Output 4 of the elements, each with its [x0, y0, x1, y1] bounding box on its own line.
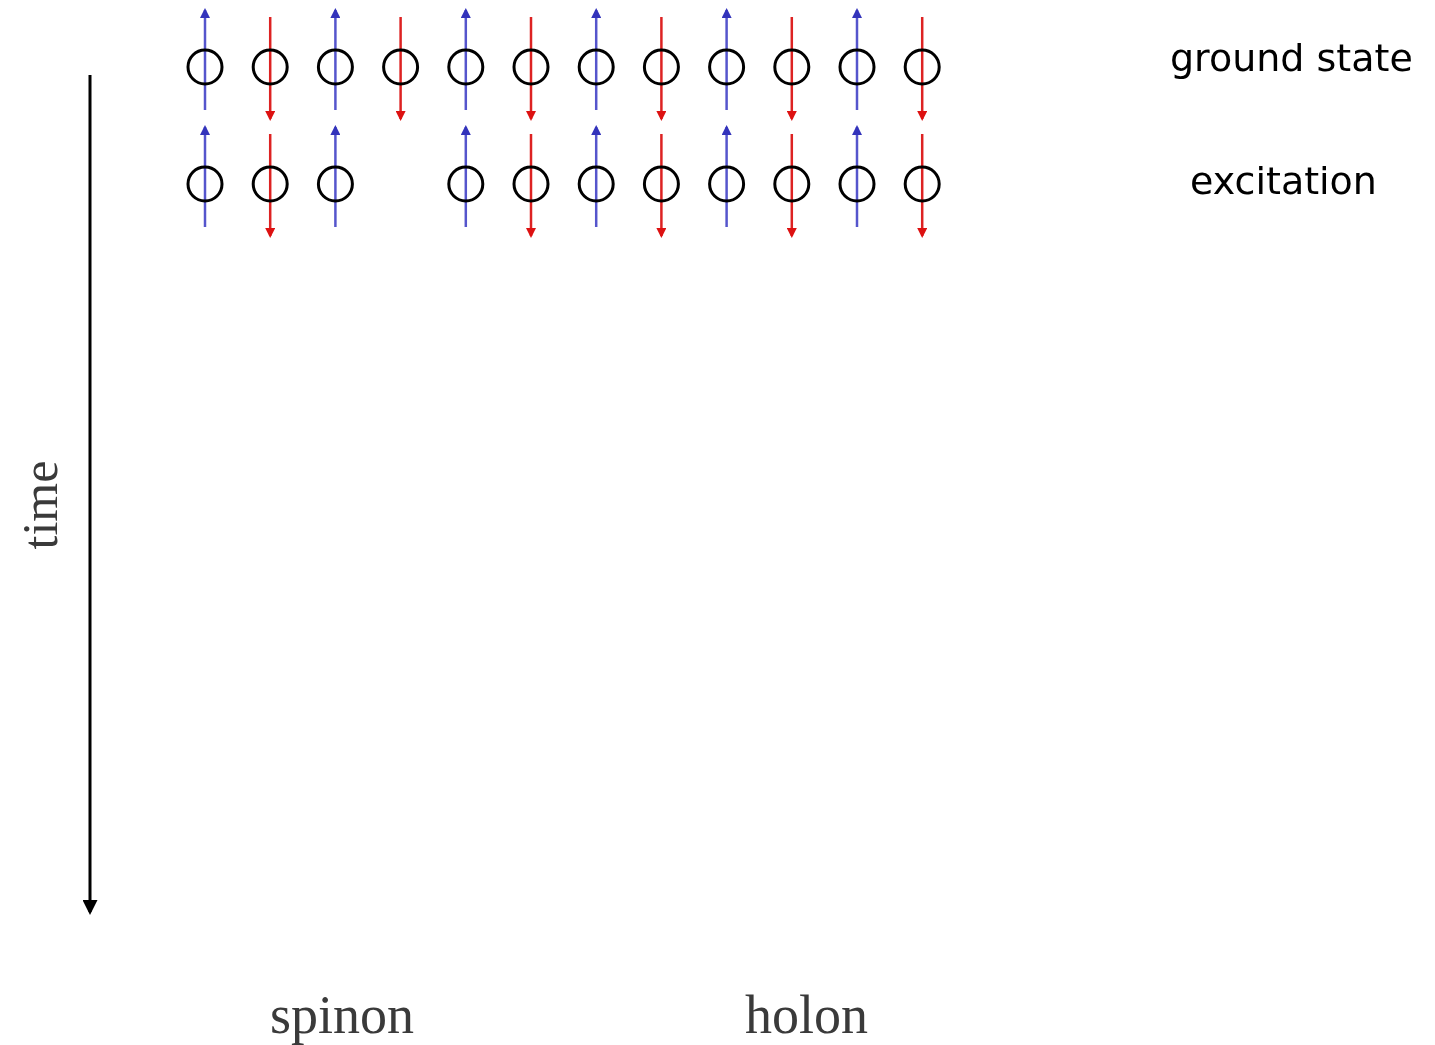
text-label: holon: [745, 988, 868, 1042]
text-label: excitation: [1190, 162, 1377, 200]
text-label: ground state: [1170, 39, 1413, 77]
text-label: time: [15, 460, 65, 550]
